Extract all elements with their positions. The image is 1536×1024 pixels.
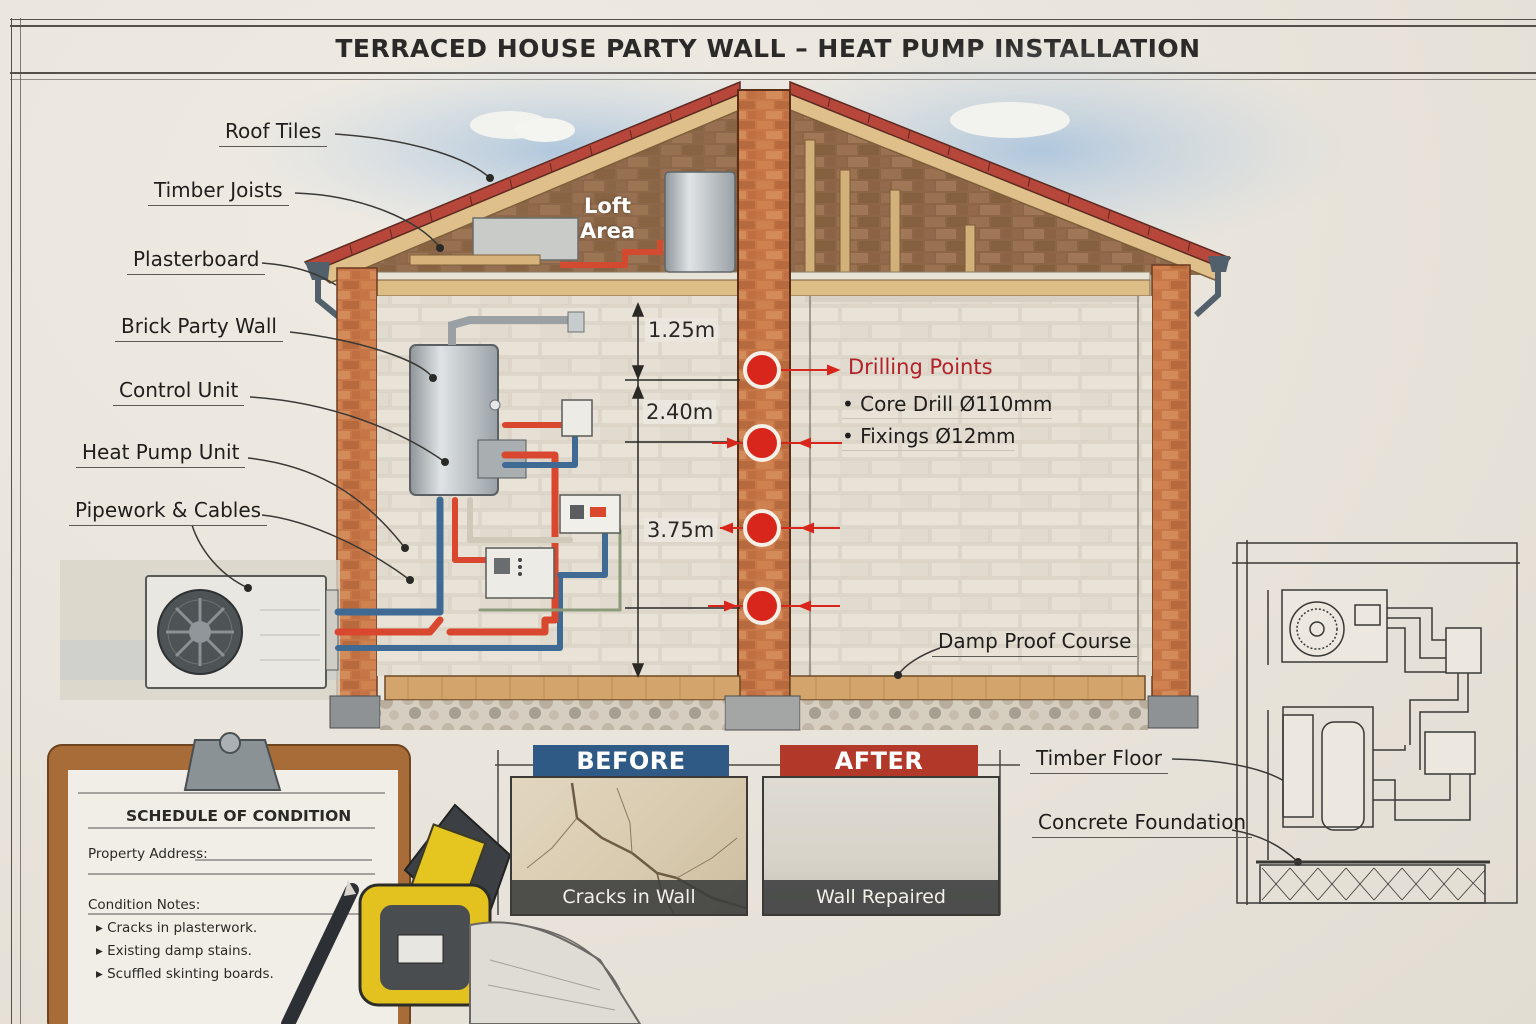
schedule-address-label: Property Address: [88, 846, 208, 862]
frame-left-line [11, 18, 12, 1024]
loft-label-line1: Loft [584, 194, 631, 218]
label-damp-proof-course: Damp Proof Course [932, 629, 1138, 657]
note-text: Existing damp stains. [107, 943, 252, 959]
frame-top-line [10, 19, 1536, 20]
schematic [1232, 540, 1520, 905]
before-tag: BEFORE [533, 745, 729, 777]
frame-title-underline [10, 72, 1536, 74]
label-timber-joists: Timber Joists [148, 178, 289, 206]
label-heat-pump-unit: Heat Pump Unit [76, 440, 246, 468]
schedule-title: SCHEDULE OF CONDITION [126, 807, 352, 825]
label-concrete-foundation: Concrete Foundation [1032, 810, 1253, 838]
schedule-note-3: ▸ Scuffled skinting boards. [96, 966, 274, 982]
before-panel: Cracks in Wall [510, 776, 748, 916]
after-tag: AFTER [780, 745, 978, 777]
dimension-1-25m: 1.25m [645, 318, 719, 342]
before-caption: Cracks in Wall [512, 880, 746, 914]
dimension-3-75m: 3.75m [644, 518, 718, 542]
label-roof-tiles: Roof Tiles [219, 119, 328, 147]
label-pipework-cables: Pipework & Cables [69, 498, 268, 526]
drilling-points-heading: Drilling Points [848, 355, 993, 379]
schedule-notes-label: Condition Notes: [88, 897, 201, 913]
drilling-fixings: • Fixings Ø12mm [842, 424, 1016, 451]
note-text: Cracks in plasterwork. [107, 920, 258, 936]
label-control-unit: Control Unit [113, 378, 245, 406]
drilling-core-drill: • Core Drill Ø110mm [842, 392, 1053, 419]
loft-area-label: Loft Area [580, 194, 635, 244]
loft-label-line2: Area [580, 219, 636, 243]
note-text: Scuffled skinting boards. [107, 966, 274, 982]
after-caption: Wall Repaired [764, 880, 998, 914]
label-timber-floor: Timber Floor [1030, 746, 1168, 774]
dimension-2-40m: 2.40m [643, 400, 717, 424]
schedule-note-1: ▸ Cracks in plasterwork. [96, 920, 258, 936]
label-plasterboard: Plasterboard [127, 247, 266, 275]
label-brick-party-wall: Brick Party Wall [115, 314, 283, 342]
frame-left-line-2 [20, 18, 21, 1024]
after-panel: Wall Repaired [762, 776, 1000, 916]
tools [281, 803, 642, 1024]
frame-top-line-2 [10, 25, 1536, 27]
schedule-note-2: ▸ Existing damp stains. [96, 943, 252, 959]
